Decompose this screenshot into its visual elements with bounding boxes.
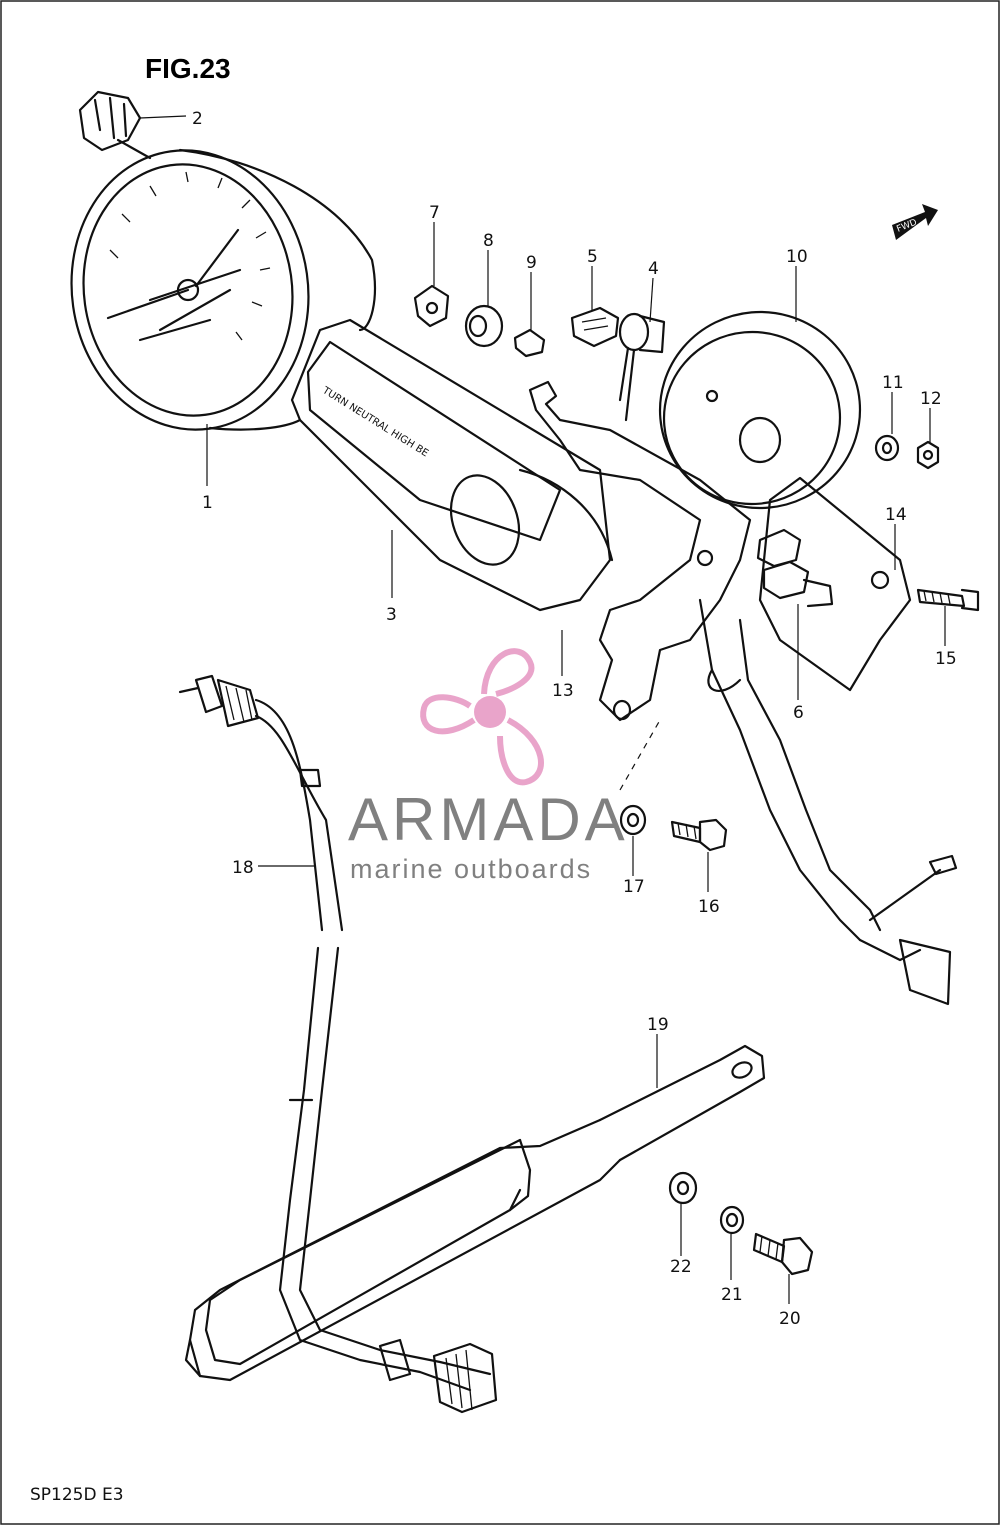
nut-part-12 bbox=[916, 440, 940, 470]
figure-title: FIG.23 bbox=[145, 53, 231, 84]
callout-20: 20 bbox=[779, 1309, 801, 1329]
propeller-hub bbox=[474, 696, 506, 728]
lock-washer-part-21 bbox=[719, 1205, 745, 1235]
speedometer-cable-part-18 bbox=[178, 674, 498, 1414]
callout-9: 9 bbox=[526, 253, 537, 273]
washer-part-17 bbox=[619, 719, 661, 836]
propeller-logo-icon bbox=[420, 648, 544, 786]
grommet-part-7 bbox=[413, 284, 450, 328]
callout-1: 1 bbox=[202, 493, 213, 513]
wiring-harness bbox=[698, 598, 958, 1006]
callout-19: 19 bbox=[647, 1015, 669, 1035]
callout-8: 8 bbox=[483, 231, 494, 251]
indicator-housing-part-3: TURN NEUTRAL HIGH BE bbox=[290, 318, 614, 612]
bulb-part-6 bbox=[756, 528, 834, 608]
washer-part-11 bbox=[874, 434, 900, 462]
callout-12: 12 bbox=[920, 389, 942, 409]
callout-15: 15 bbox=[935, 649, 957, 669]
bolt-part-16 bbox=[670, 818, 728, 852]
callout-14: 14 bbox=[885, 505, 907, 525]
spacer-part-9 bbox=[513, 328, 546, 358]
bolt-part-20 bbox=[752, 1232, 814, 1276]
callout-21: 21 bbox=[721, 1285, 743, 1305]
meter-case-part-10 bbox=[658, 310, 862, 510]
cushion-part-8 bbox=[464, 304, 504, 348]
model-code: SP125D E3 bbox=[30, 1485, 124, 1505]
armada-watermark: ARMADA marine outboards bbox=[348, 648, 629, 884]
socket-part-4 bbox=[618, 312, 666, 422]
callout-4: 4 bbox=[648, 259, 659, 279]
fwd-arrow-icon: FWD bbox=[892, 204, 938, 240]
bulb-socket-part-2 bbox=[78, 90, 152, 160]
callout-6: 6 bbox=[793, 703, 804, 723]
callout-16: 16 bbox=[698, 897, 720, 917]
callout-10: 10 bbox=[786, 247, 808, 267]
callout-numbers: 1 2 3 4 5 6 7 8 9 10 11 12 13 14 15 16 1… bbox=[192, 109, 957, 1329]
callout-13: 13 bbox=[552, 681, 574, 701]
watermark-tagline: marine outboards bbox=[350, 854, 592, 884]
washer-part-22 bbox=[668, 1171, 698, 1205]
callout-leaders bbox=[139, 115, 946, 1304]
cable-guide-part-19 bbox=[184, 1044, 766, 1382]
callout-7: 7 bbox=[429, 203, 440, 223]
indicator-plate-part-14 bbox=[758, 476, 912, 692]
meter-bracket-part-13 bbox=[528, 380, 752, 722]
callout-17: 17 bbox=[623, 877, 645, 897]
callout-2: 2 bbox=[192, 109, 203, 129]
bulb-part-5 bbox=[570, 306, 620, 348]
fwd-label: FWD bbox=[895, 218, 918, 235]
speedometer-gauge-part-1 bbox=[70, 148, 376, 431]
watermark-brand: ARMADA bbox=[348, 786, 629, 853]
callout-18: 18 bbox=[232, 858, 254, 878]
callout-11: 11 bbox=[882, 373, 904, 393]
callout-22: 22 bbox=[670, 1257, 692, 1277]
screw-part-15 bbox=[916, 588, 980, 612]
callout-5: 5 bbox=[587, 247, 598, 267]
callout-3: 3 bbox=[386, 605, 397, 625]
